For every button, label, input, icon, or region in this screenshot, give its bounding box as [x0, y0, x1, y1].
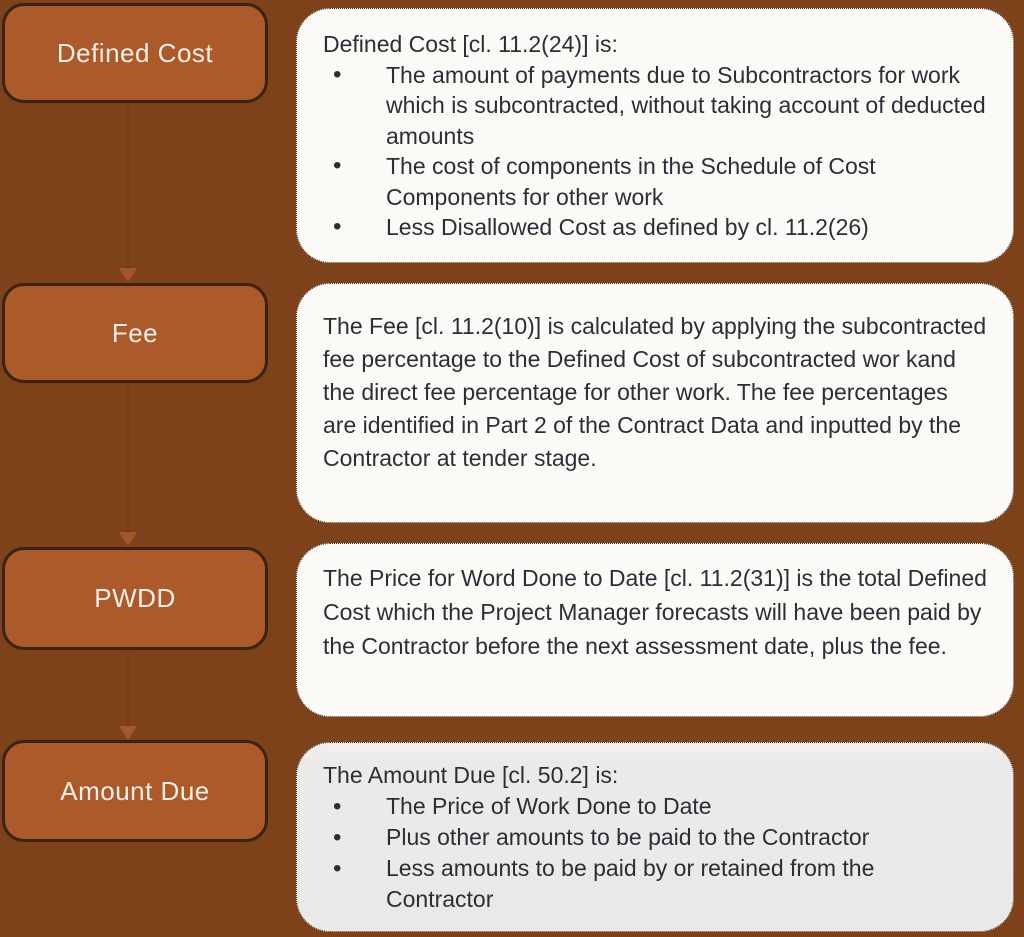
connector-line-1 — [127, 105, 129, 268]
bullet-item: Less amounts to be paid by or retained f… — [323, 853, 987, 915]
panel-amount-due: The Amount Due [cl. 50.2] is: The Price … — [296, 742, 1014, 932]
panel-intro: The Amount Due [cl. 50.2] is: — [323, 762, 619, 788]
arrow-down-icon — [119, 726, 137, 740]
panel-paragraph: The Price for Word Done to Date [cl. 11.… — [323, 565, 987, 659]
flow-node-amount-due: Amount Due — [2, 740, 268, 842]
bullet-item: The amount of payments due to Subcontrac… — [323, 60, 987, 152]
panel-pwdd: The Price for Word Done to Date [cl. 11.… — [296, 543, 1014, 717]
flow-node-fee: Fee — [2, 283, 268, 383]
flow-node-label: PWDD — [94, 583, 176, 613]
panel-fee: The Fee [cl. 11.2(10)] is calculated by … — [296, 283, 1014, 523]
bullet-item: Plus other amounts to be paid to the Con… — [323, 822, 987, 853]
bullet-text: The cost of components in the Schedule o… — [386, 153, 876, 210]
bullet-text: Less Disallowed Cost as defined by cl. 1… — [386, 214, 869, 240]
flow-node-label: Amount Due — [60, 775, 210, 806]
panel-intro: Defined Cost [cl. 11.2(24)] is: — [323, 31, 618, 57]
bullet-text: The amount of payments due to Subcontrac… — [386, 61, 986, 149]
connector-line-2 — [127, 385, 129, 532]
flow-node-label: Defined Cost — [56, 37, 214, 68]
panel-paragraph: The Fee [cl. 11.2(10)] is calculated by … — [323, 313, 987, 471]
bullet-item: The cost of components in the Schedule o… — [323, 151, 987, 212]
bullet-item: The Price of Work Done to Date — [323, 791, 987, 822]
arrow-down-icon — [119, 532, 137, 546]
bullet-list: The amount of payments due to Subcontrac… — [323, 60, 987, 243]
bullet-text: Less amounts to be paid by or retained f… — [386, 855, 875, 912]
flow-node-label: Fee — [111, 317, 159, 348]
bullet-list: The Price of Work Done to Date Plus othe… — [323, 791, 987, 915]
bullet-text: The Price of Work Done to Date — [386, 793, 712, 819]
flow-node-defined-cost: Defined Cost — [2, 3, 268, 103]
bullet-text: Plus other amounts to be paid to the Con… — [386, 824, 870, 850]
panel-defined-cost: Defined Cost [cl. 11.2(24)] is: The amou… — [296, 8, 1014, 263]
connector-line-3 — [127, 652, 129, 726]
arrow-down-icon — [119, 268, 137, 282]
bullet-item: Less Disallowed Cost as defined by cl. 1… — [323, 212, 987, 243]
flow-node-pwdd: PWDD — [2, 547, 268, 650]
